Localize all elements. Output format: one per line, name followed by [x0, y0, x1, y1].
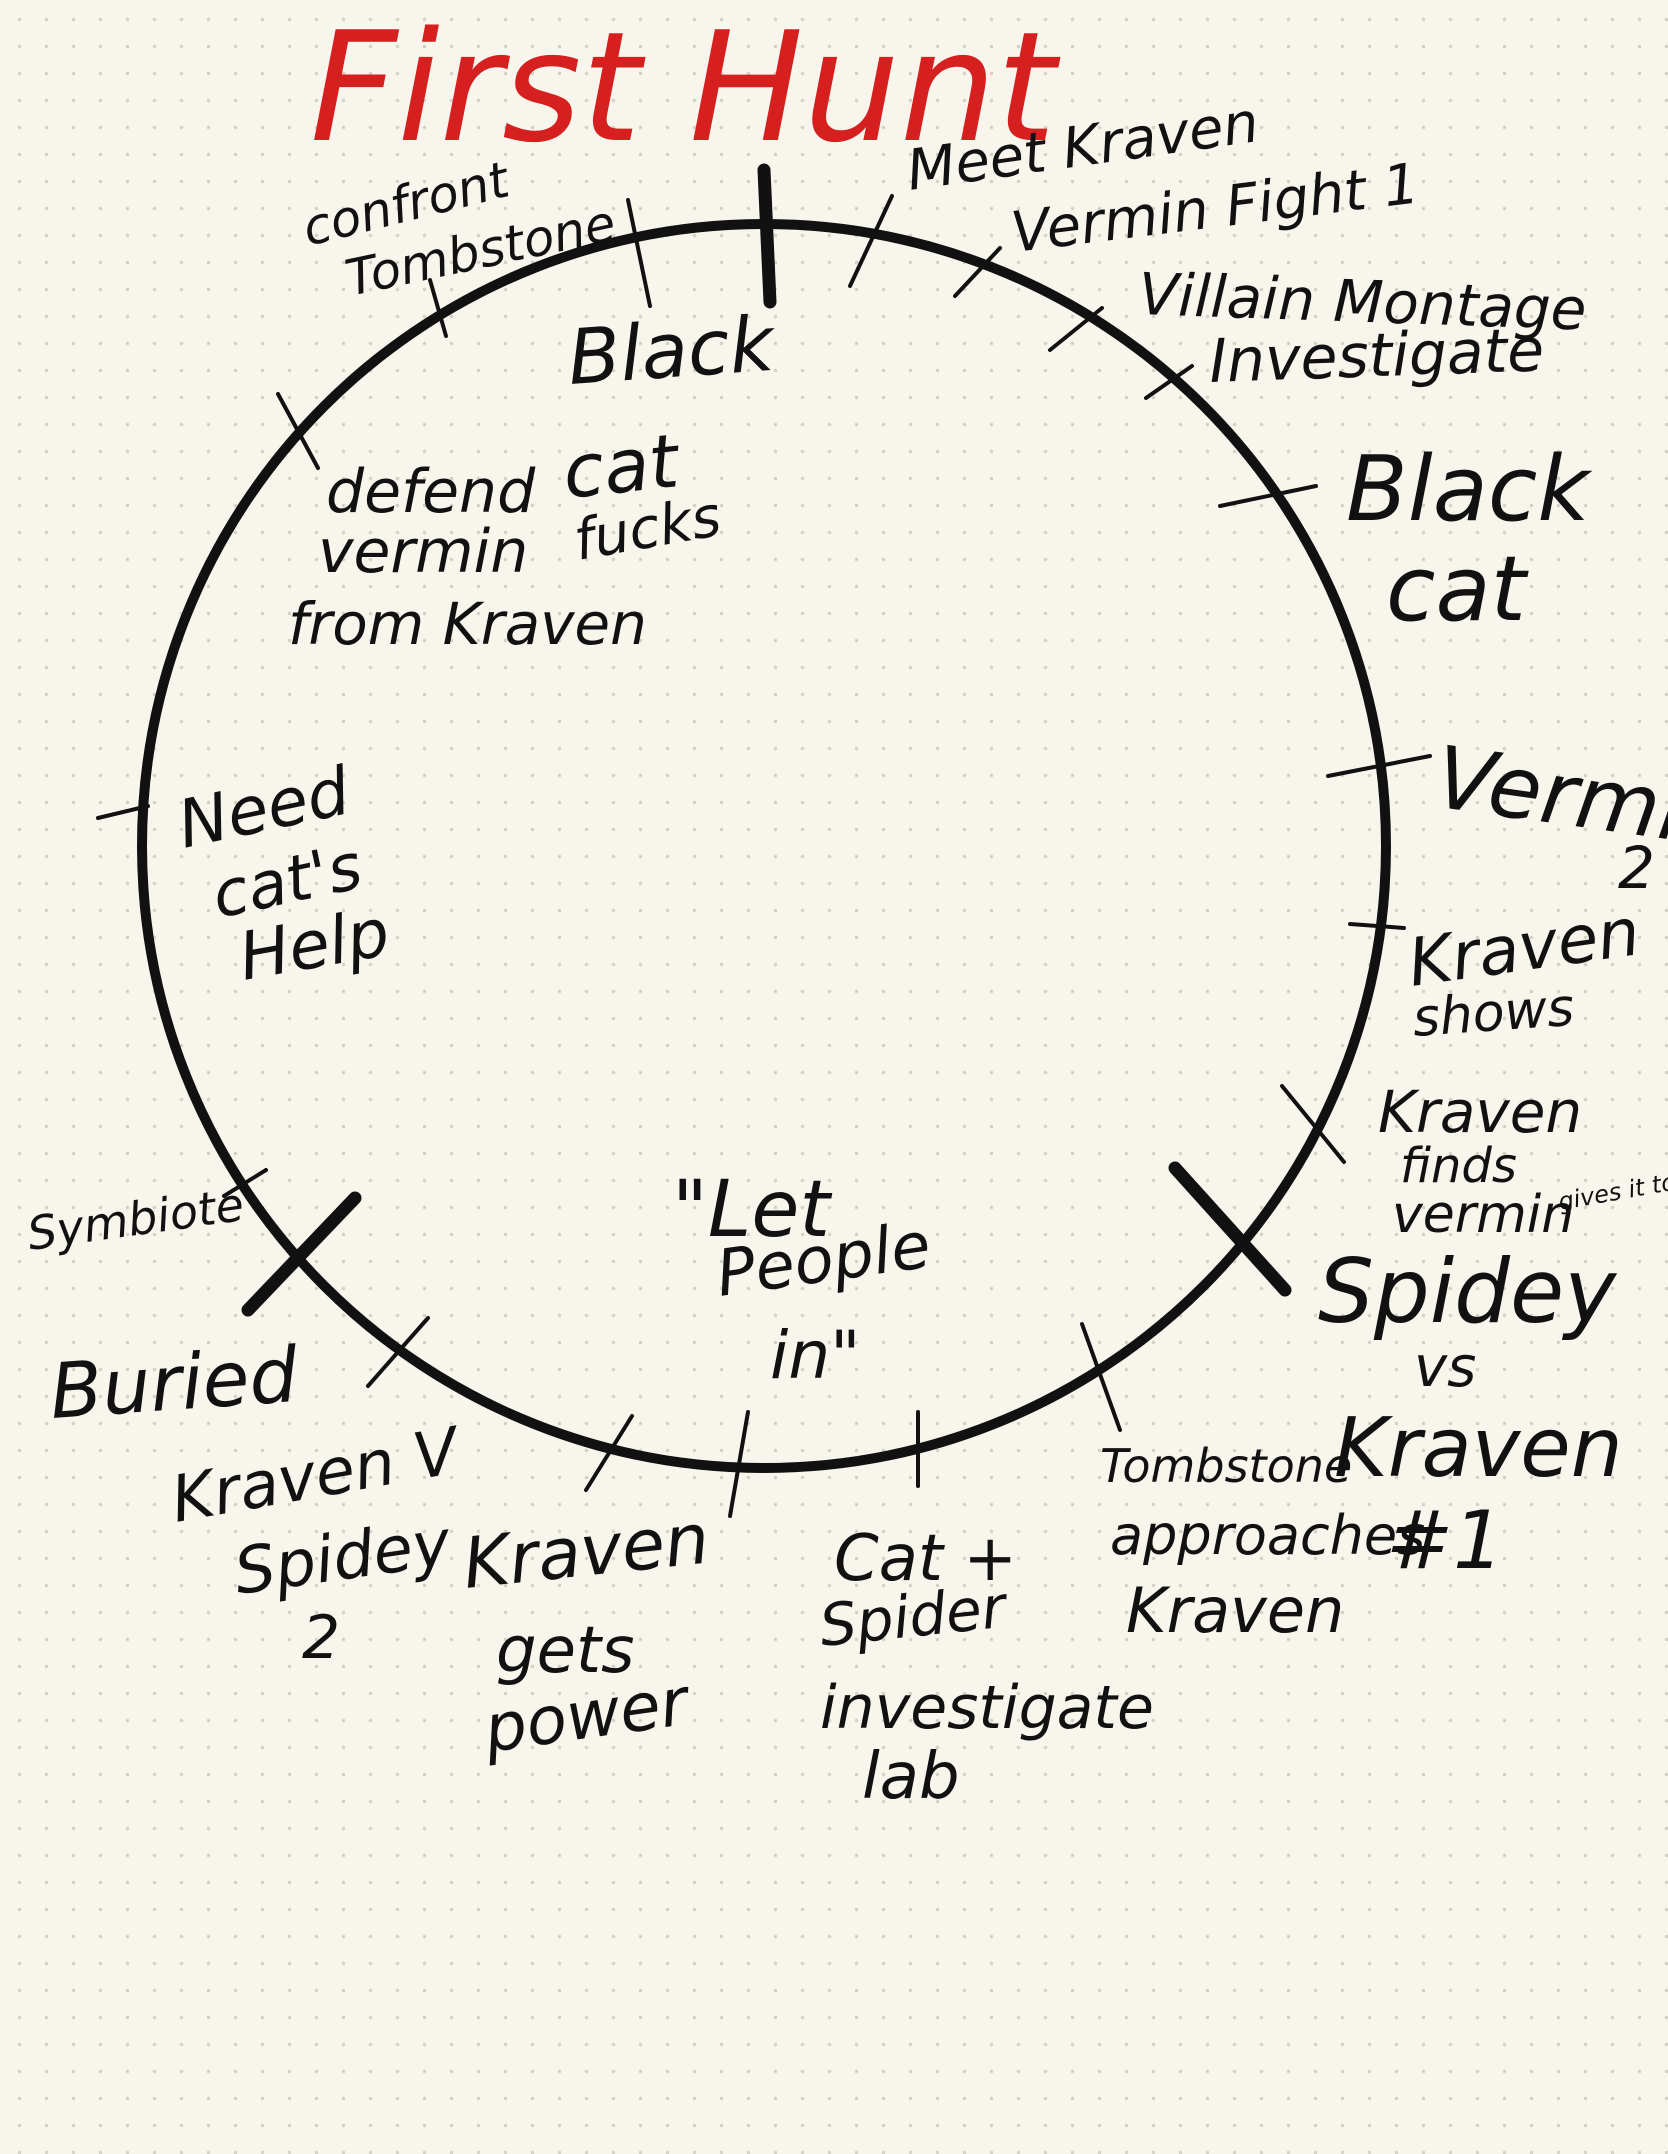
label-kraven-finds-1: Kraven — [1378, 1078, 1582, 1146]
label-in: in" — [770, 1317, 861, 1394]
tick-kraven-finds — [1280, 1084, 1346, 1164]
label-vermin-2-number: 2 — [1618, 834, 1655, 902]
label-lab: lab — [862, 1740, 960, 1814]
page-title: First Hunt — [310, 0, 1061, 176]
major-tick-left — [241, 1191, 362, 1317]
tick-need-cat — [96, 804, 150, 820]
tick-defend-vermin — [276, 392, 320, 470]
label-buried: Buried — [47, 1330, 301, 1436]
label-kraven-power-2: gets — [496, 1614, 634, 1688]
beat-ticks — [96, 194, 1432, 1518]
tick-investigate — [1144, 364, 1194, 400]
major-tick-top — [757, 163, 777, 309]
tick-kraven-shows — [1348, 922, 1406, 930]
label-black-inner: Black — [565, 299, 779, 402]
tick-confront — [428, 278, 448, 338]
label-kraven-finds-2: finds — [1400, 1138, 1517, 1194]
label-cat-inner: cat — [559, 418, 685, 516]
label-symbiote: Symbiote — [24, 1177, 247, 1261]
label-tombstone-approaches-2: approaches — [1110, 1504, 1425, 1567]
label-cat-right: cat — [1386, 537, 1530, 642]
label-vs: vs — [1414, 1335, 1476, 1400]
label-kraven-shows-2: shows — [1411, 978, 1576, 1049]
beat-labels: confront Tombstone Meet Kraven Vermin Fi… — [24, 90, 1668, 1814]
tick-vermin-fight — [953, 246, 1002, 298]
label-black-right: Black — [1346, 437, 1593, 542]
label-kraven-power-1: Kraven — [459, 1498, 713, 1605]
tick-vermin-2 — [1326, 754, 1432, 778]
tick-symbiote — [222, 1168, 268, 1198]
label-investigate: Investigate — [1208, 315, 1545, 397]
label-defend: defend — [326, 457, 536, 527]
tick-tombstone-approaches — [1080, 1322, 1122, 1432]
label-spidey: Spidey — [1318, 1240, 1618, 1343]
label-from-kraven: from Kraven — [288, 590, 647, 658]
label-cat-plus: Cat + — [834, 1522, 1017, 1596]
label-tombstone-approaches-3: Kraven — [1126, 1574, 1344, 1647]
tick-let-people-in — [728, 1410, 750, 1518]
label-let: "Let — [672, 1165, 832, 1255]
tick-villain-montage — [1048, 306, 1104, 352]
tick-meet-kraven — [848, 194, 894, 288]
label-tombstone-approaches-1: Tombstone — [1100, 1439, 1352, 1493]
label-kraven-finds-3: vermin — [1392, 1185, 1574, 1245]
label-kraven-1: Kraven — [1334, 1401, 1623, 1496]
label-kraven-finds-4: gives it to cat — [1556, 1160, 1668, 1216]
label-hash-1: #1 — [1386, 1494, 1504, 1587]
tick-black-cat — [1218, 484, 1318, 508]
tick-kraven-power — [584, 1414, 634, 1492]
label-investigate-lab: investigate — [820, 1673, 1154, 1743]
tick-black-cat-fucks — [626, 198, 652, 308]
label-two: 2 — [302, 1603, 340, 1673]
label-vermin-defend: vermin — [318, 517, 528, 587]
tick-kraven-v-spidey — [366, 1316, 430, 1388]
major-tick-right — [1168, 1161, 1292, 1297]
label-villain-montage: Villain Montage — [1138, 260, 1588, 344]
